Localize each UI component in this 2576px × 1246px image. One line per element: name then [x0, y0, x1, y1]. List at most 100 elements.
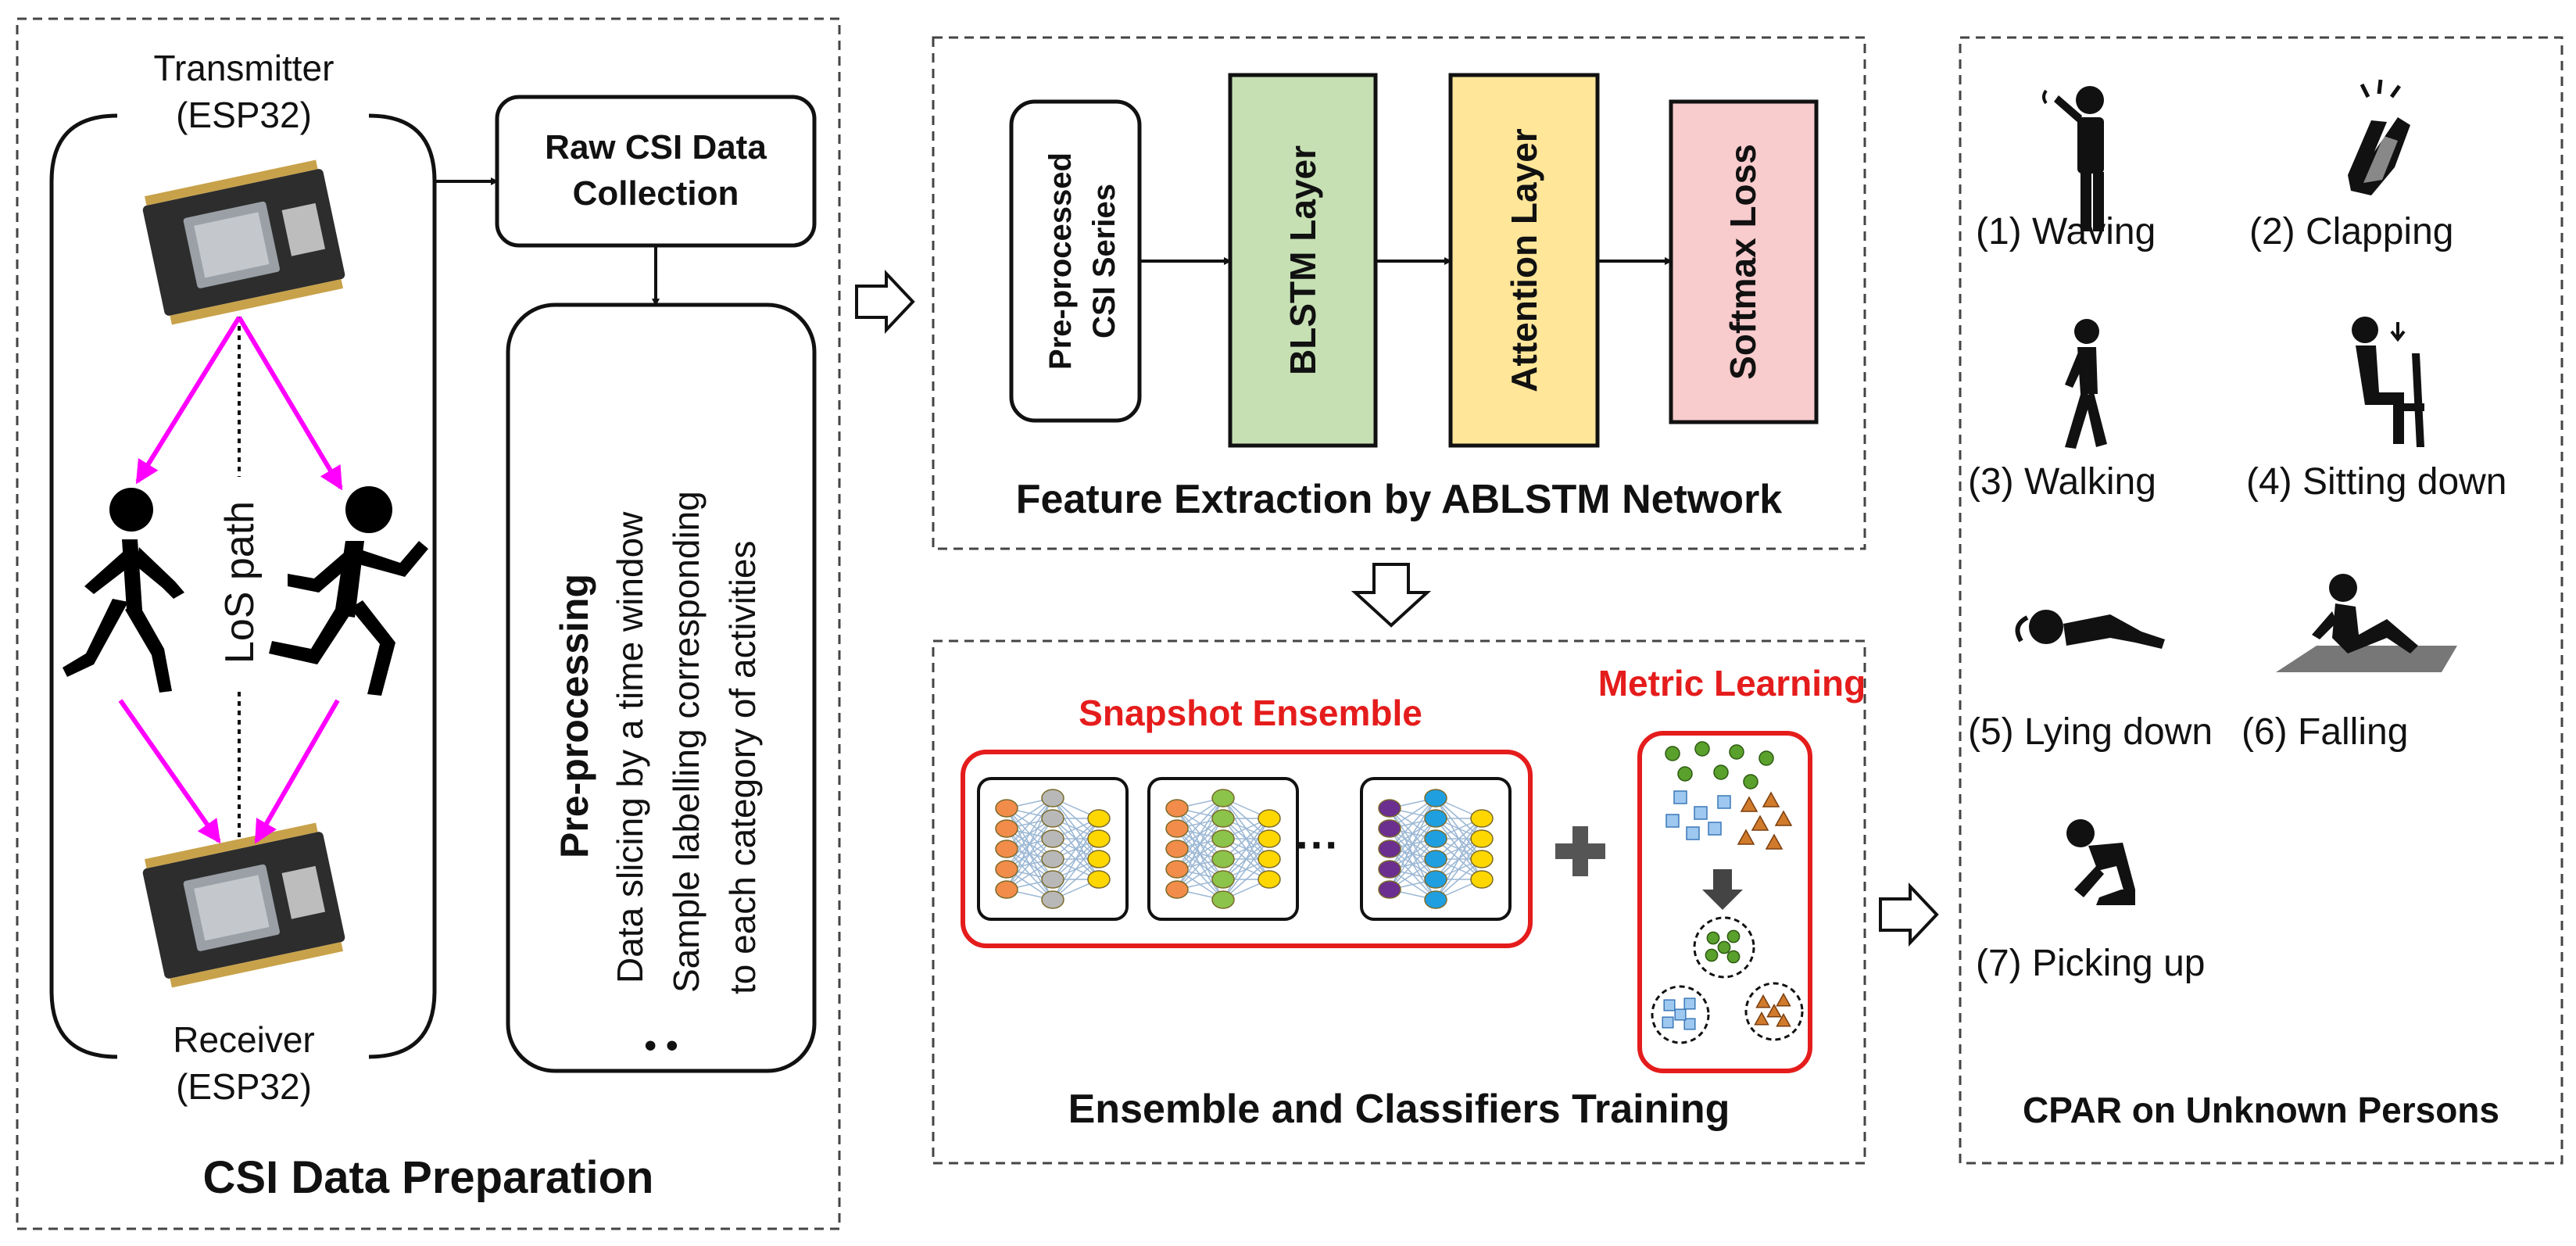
metric-point [1662, 1016, 1674, 1029]
hollow-arrow-ensemble-to-activities [1879, 882, 1939, 947]
network-node [995, 880, 1018, 899]
receiver-label: Receiver [173, 1019, 315, 1060]
metric-point [1674, 1008, 1687, 1021]
metric-point [1776, 992, 1791, 1007]
snapshot-networks [977, 777, 1512, 921]
network-node [1470, 850, 1494, 868]
network-node [1087, 829, 1111, 848]
blstm-layer-box [1228, 73, 1378, 448]
picking-up-icon [2066, 819, 2135, 905]
activity-falling: (6) Falling [2241, 711, 2408, 753]
activity-picking-up: (7) Picking up [1976, 943, 2205, 984]
preproc-line1: Data slicing by a time window [610, 511, 650, 983]
network-node [995, 840, 1018, 858]
metric-point [1665, 746, 1680, 761]
network-edge [1389, 818, 1436, 890]
activity-waving: (1) Waving [1976, 211, 2156, 252]
metric-learning-label: Metric Learning [1598, 663, 1866, 704]
metric-point [1683, 1018, 1696, 1030]
metric-scatter-before [1665, 741, 1793, 850]
network-node [995, 860, 1018, 879]
metric-point [1694, 806, 1708, 820]
link-bracket [49, 113, 437, 1059]
receiver-board-icon [142, 822, 345, 988]
raw-box-line2: Collection [573, 174, 739, 213]
los-arrow-left-rx [118, 699, 221, 844]
activity-sitting-down: (4) Sitting down [2246, 461, 2507, 503]
panel-csi-data-preparation: Transmitter (ESP32) Receiver (ESP32) LoS… [16, 17, 841, 1230]
activity-clapping: (2) Clapping [2249, 211, 2453, 252]
network-node [1087, 809, 1111, 828]
network-node [1378, 860, 1401, 879]
metric-point [1694, 741, 1710, 757]
panel-ensemble-title: Ensemble and Classifiers Training [1068, 1087, 1730, 1132]
plus-icon [1555, 826, 1605, 876]
snapshot-ensemble-box [961, 750, 1533, 948]
lying-down-icon [2015, 610, 2165, 649]
network-node [1211, 850, 1235, 868]
metric-cluster-ring [1744, 982, 1804, 1041]
falling-icon [2276, 574, 2457, 672]
attention-layer-box [1448, 73, 1600, 448]
metric-point [1758, 750, 1774, 766]
network-edge [1006, 818, 1054, 890]
network-node [1041, 870, 1064, 889]
metric-point [1762, 791, 1780, 807]
metric-learning-box [1637, 731, 1812, 1073]
network-node [1378, 819, 1401, 838]
preproc-title: Pre-processing [553, 574, 596, 858]
network-edge [1006, 797, 1054, 870]
network-node [1424, 890, 1447, 909]
metric-point [1663, 999, 1676, 1011]
metric-cluster-ring [1651, 985, 1710, 1044]
blstm-label: BLSTM Layer [1283, 145, 1323, 375]
metric-point [1755, 994, 1771, 1008]
metric-point [1726, 950, 1741, 964]
panel-activities: (1) Waving (2) Clapping (3) Walking (4) … [1959, 36, 2563, 1165]
network-edge [1176, 797, 1224, 870]
metric-point [1705, 948, 1719, 962]
network-edge [1006, 838, 1054, 890]
network-node [995, 799, 1018, 818]
network-node [1041, 789, 1064, 807]
network-edge [1389, 797, 1436, 870]
network-edge [1052, 818, 1100, 880]
network-node [1424, 809, 1447, 828]
network-edge [1052, 838, 1100, 900]
raw-box-line1: Raw CSI Data [545, 128, 767, 166]
network-node [1211, 870, 1235, 889]
activity-walking: (3) Walking [1968, 461, 2156, 503]
panel-feature-extraction: Pre-processed CSI Series BLSTM Layer Att… [932, 36, 1866, 550]
running-person-icon [269, 486, 428, 696]
network-edge [1435, 818, 1483, 880]
network-node [1378, 840, 1401, 858]
network-edge [1176, 818, 1224, 890]
walking-activity-icon [2065, 319, 2107, 449]
metric-point [1729, 744, 1744, 760]
network-node [1258, 809, 1281, 828]
network-node [1258, 829, 1281, 848]
metric-point [1740, 796, 1758, 812]
network-node [1424, 870, 1447, 889]
network-node [1041, 829, 1064, 848]
attention-label: Attention Layer [1504, 128, 1544, 392]
metric-down-arrow-icon [1702, 869, 1743, 910]
hollow-arrow-prep-to-feature [855, 269, 915, 335]
los-arrow-tx-right [237, 316, 343, 491]
metric-scatter-after [1651, 916, 1804, 1044]
network-node [1041, 850, 1064, 868]
network-node [1258, 870, 1281, 889]
metric-point [1776, 1012, 1791, 1027]
metric-point [1665, 814, 1680, 828]
metric-point [1673, 790, 1687, 804]
network-node [1165, 819, 1189, 838]
network-edge [1176, 838, 1224, 890]
network-node [1087, 850, 1111, 868]
receiver-model: (ESP32) [176, 1066, 312, 1107]
network-edge [1389, 797, 1436, 850]
network-edge [1222, 818, 1270, 880]
metric-cluster-ring [1693, 916, 1755, 979]
network-node [1165, 840, 1189, 858]
metric-point [1726, 929, 1741, 943]
